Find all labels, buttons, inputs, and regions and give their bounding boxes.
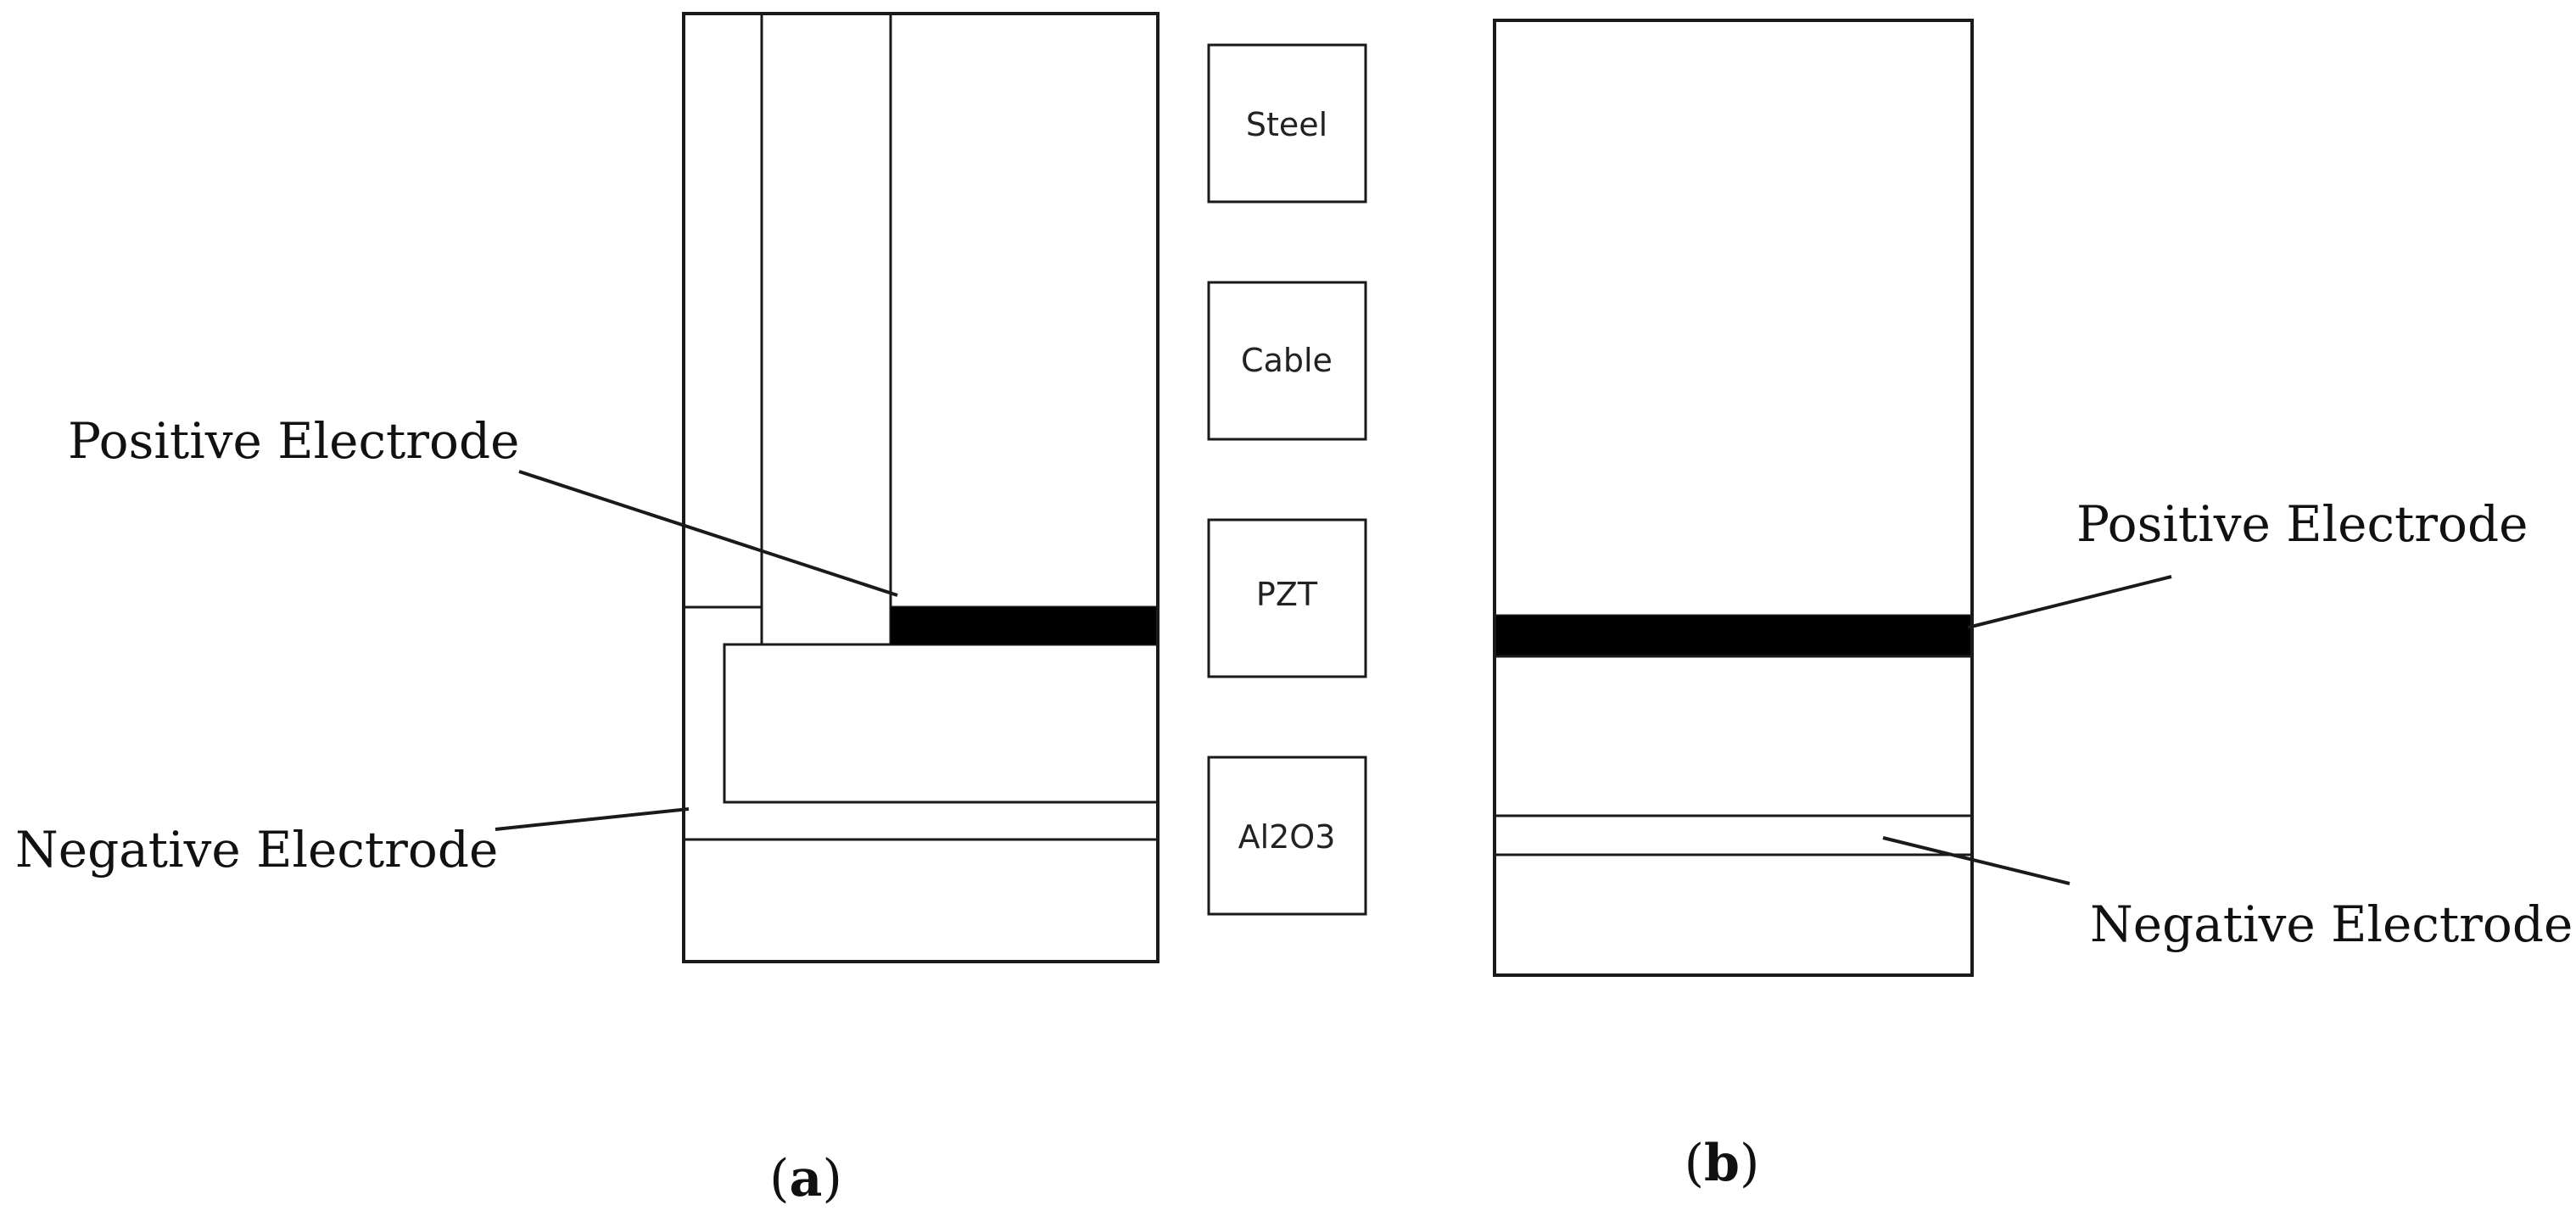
legend-label-steel: Steel [1246, 106, 1327, 143]
panel-b-caption: (b) [1685, 1134, 1760, 1193]
panel-b-negative-leader [1882, 836, 2070, 885]
panel-a-positive-electrode [891, 607, 1158, 644]
panel-b-pzt-layer [1493, 655, 1974, 817]
panel-b-negative-electrode-label: Negative Electrode [2090, 895, 2573, 953]
panel-a-outline [682, 12, 1159, 963]
legend-swatch-steel [1207, 43, 1367, 204]
panel-a: Positive Electrode Negative Electrode (a… [15, 12, 1159, 1208]
legend-label-alumina: Al2O3 [1238, 818, 1336, 856]
panel-b-steel-region [1493, 19, 1974, 617]
panel-a-steel-top-region [889, 12, 1159, 609]
legend-item-pzt: PZT [1207, 518, 1367, 678]
panel-b-alumina-base [1493, 853, 1974, 977]
panel-a-positive-electrode-label: Positive Electrode [68, 412, 519, 470]
legend-item-cable: Cable [1207, 281, 1367, 441]
legend-swatch-pzt [1207, 518, 1367, 678]
panel-a-negative-leader [495, 807, 690, 831]
legend-item-alumina: Al2O3 [1207, 756, 1367, 916]
panel-a-alumina-base [682, 838, 1159, 963]
panel-a-steel-left-wall [682, 12, 763, 609]
legend-swatch-alumina [1207, 756, 1367, 916]
material-legend: Steel Cable PZT Al2O3 [1207, 43, 1367, 916]
panel-a-cable-core [760, 12, 892, 646]
panel-b-outline [1493, 19, 1974, 977]
legend-label-cable: Cable [1241, 342, 1333, 379]
panel-b: Positive Electrode Negative Electrode (b… [1493, 19, 2573, 1193]
legend-label-pzt: PZT [1256, 576, 1318, 613]
panel-b-positive-leader [1967, 575, 2172, 629]
panel-a-negative-electrode-label: Negative Electrode [15, 821, 498, 879]
panel-a-caption: (a) [769, 1149, 842, 1208]
panel-a-pzt-layer [723, 643, 1159, 804]
panel-b-negative-electrode-strip [1493, 814, 1974, 856]
legend-swatch-cable [1207, 281, 1367, 441]
panel-b-positive-electrode [1495, 616, 1972, 656]
panel-a-positive-leader [518, 470, 898, 597]
legend-item-steel: Steel [1207, 43, 1367, 204]
panel-b-positive-electrode-label: Positive Electrode [2076, 495, 2528, 553]
